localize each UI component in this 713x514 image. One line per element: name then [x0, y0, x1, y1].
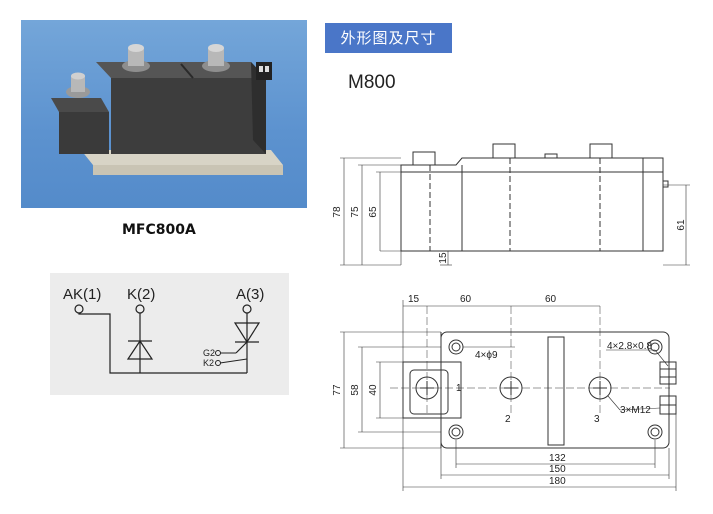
- note-tabs: 4×2.8×0.8: [607, 341, 652, 352]
- diode-symbol: [126, 339, 154, 360]
- terminal-number-2: 2: [505, 414, 511, 425]
- base-plate-edge: [93, 165, 283, 175]
- note-holes: 4×ϕ9: [475, 350, 498, 361]
- dim-top-132: 132: [549, 453, 566, 464]
- dim-top-60a: 60: [460, 294, 472, 305]
- side-stud-2: [492, 143, 516, 159]
- dim-side-75: 75: [350, 206, 361, 218]
- terminal-number-3: 3: [594, 414, 600, 425]
- pin-label-ak: AK(1): [63, 286, 101, 303]
- module-step-top: [51, 98, 109, 112]
- side-stud-1: [412, 151, 436, 166]
- product-caption: MFC800A: [122, 222, 196, 238]
- mount-hole-tl: [448, 339, 464, 355]
- dim-top-180: 180: [549, 476, 566, 487]
- top-view-body: [440, 331, 670, 449]
- model-number: M800: [348, 72, 396, 93]
- schematic-wire-bottom: [78, 313, 247, 374]
- mount-hole-br: [647, 424, 663, 440]
- side-view: [340, 143, 690, 266]
- terminal-number-1: 1: [456, 383, 462, 394]
- housing-front: [111, 78, 266, 154]
- pin-label-k: K(2): [127, 286, 155, 303]
- section-title: 外形图及尺寸: [325, 23, 452, 53]
- top-view-left-terminal: [402, 361, 462, 419]
- housing-side: [251, 62, 266, 154]
- dim-side-15: 15: [438, 252, 449, 264]
- product-photo: [21, 20, 307, 208]
- dim-side-61: 61: [676, 219, 687, 231]
- dim-top-77: 77: [332, 384, 343, 396]
- module-step-front: [59, 112, 109, 154]
- dim-top-150: 150: [549, 464, 566, 475]
- mount-hole-tr: [647, 339, 663, 355]
- side-stud-3: [589, 143, 613, 159]
- dim-side-78: 78: [332, 206, 343, 218]
- dim-top-15: 15: [408, 294, 420, 305]
- side-view-body: [400, 171, 664, 252]
- dim-top-58: 58: [350, 384, 361, 396]
- circuit-schematic: AK(1) K(2) A(3) G2 K2: [50, 273, 289, 395]
- pin-label-a: A(3): [236, 286, 264, 303]
- gate-label-k2: K2: [203, 358, 214, 368]
- top-view: [340, 300, 677, 491]
- dim-top-60b: 60: [545, 294, 557, 305]
- mount-hole-bl: [448, 424, 464, 440]
- gate-tabs-upper: [659, 361, 677, 385]
- thyristor-symbol: [233, 322, 261, 344]
- dim-top-40: 40: [368, 384, 379, 396]
- dim-side-65: 65: [368, 206, 379, 218]
- note-screws: 3×M12: [620, 405, 651, 416]
- gate-label-g2: G2: [203, 348, 215, 358]
- center-rib: [547, 336, 565, 446]
- module-illustration: [51, 44, 283, 175]
